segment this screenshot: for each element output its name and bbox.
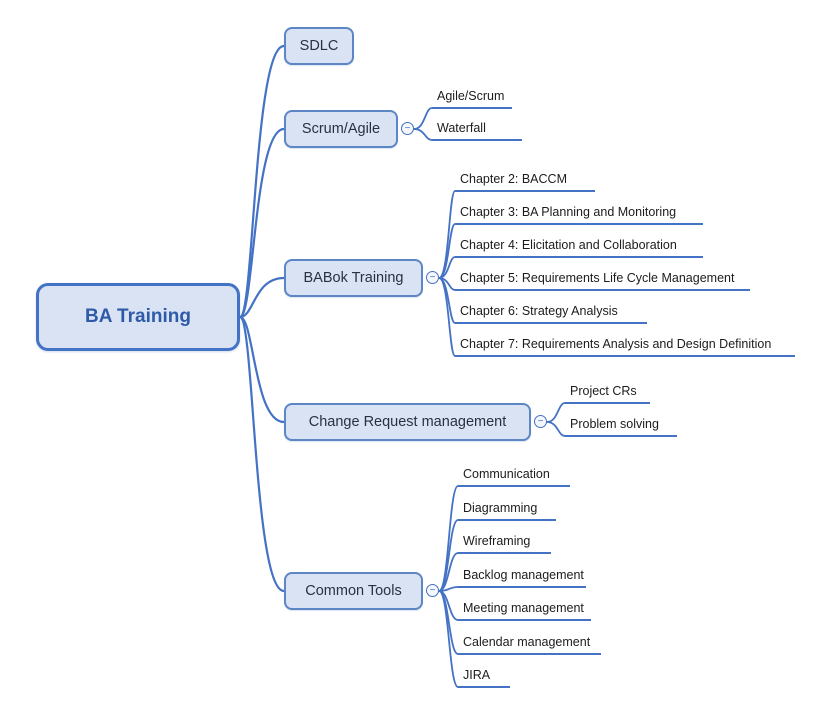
leaf-topic-waterfall[interactable]: Waterfall [432,120,522,141]
connector-line [238,127,286,319]
scrum-agile-connectors [413,107,433,141]
connector-line [546,402,566,423]
branch-node-common-tools[interactable]: Common Tools [284,572,423,610]
root-connectors [238,44,286,593]
connector-line [413,128,433,141]
leaf-topic-backlog-management[interactable]: Backlog management [458,567,586,588]
connector-line [438,590,459,688]
branch-label: BABok Training [303,270,404,286]
leaf-topic-chapter-5-requirements-life-cycle-management[interactable]: Chapter 5: Requirements Life Cycle Manag… [455,270,750,291]
connector-line [438,277,456,357]
root-node-ba-training[interactable]: BA Training [36,283,240,351]
leaf-topic-project-crs[interactable]: Project CRs [565,383,650,404]
branch-node-sdlc[interactable]: SDLC [284,27,354,65]
common-tools-connectors [438,485,459,688]
branch-node-change-request-management[interactable]: Change Request management [284,403,531,441]
collapse-minus-icon[interactable]: − [426,584,439,597]
leaf-topic-chapter-6-strategy-analysis[interactable]: Chapter 6: Strategy Analysis [455,303,647,324]
collapse-minus-icon[interactable]: − [426,271,439,284]
leaf-topic-problem-solving[interactable]: Problem solving [565,416,677,437]
branch-label: Common Tools [305,583,402,599]
leaf-topic-calendar-management[interactable]: Calendar management [458,634,601,655]
connector-line [238,315,286,424]
connector-line [438,552,459,592]
collapse-minus-icon[interactable]: − [401,122,414,135]
leaf-topic-chapter-2-baccm[interactable]: Chapter 2: BACCM [455,171,595,192]
leaf-topic-communication[interactable]: Communication [458,466,570,487]
branch-label: Scrum/Agile [301,121,381,137]
branch-label: SDLC [299,38,339,54]
connector-line [546,421,566,437]
collapse-minus-icon[interactable]: − [534,415,547,428]
leaf-topic-jira[interactable]: JIRA [458,667,510,688]
connector-line [438,590,459,655]
branch-label: Change Request management [308,414,507,430]
connector-line [438,223,456,279]
branch-node-babok-training[interactable]: BABok Training [284,259,423,297]
leaf-topic-agile-scrum[interactable]: Agile/Scrum [432,88,512,109]
connector-line [238,276,286,319]
leaf-topic-chapter-3-ba-planning-and-monitoring[interactable]: Chapter 3: BA Planning and Monitoring [455,204,703,225]
connector-line [413,107,433,130]
connector-line [438,190,456,279]
leaf-topic-meeting-management[interactable]: Meeting management [458,600,591,621]
branch-node-scrum-agile[interactable]: Scrum/Agile [284,110,398,148]
change-request-connectors [546,402,566,437]
leaf-topic-wireframing[interactable]: Wireframing [458,533,551,554]
leaf-topic-chapter-4-elicitation-and-collaboration[interactable]: Chapter 4: Elicitation and Collaboration [455,237,703,258]
leaf-topic-diagramming[interactable]: Diagramming [458,500,556,521]
connector-line [238,315,286,593]
leaf-topic-chapter-7-requirements-analysis-and-design-definition[interactable]: Chapter 7: Requirements Analysis and Des… [455,336,795,357]
babok-connectors [438,190,456,357]
root-node-label: BA Training [85,306,191,327]
